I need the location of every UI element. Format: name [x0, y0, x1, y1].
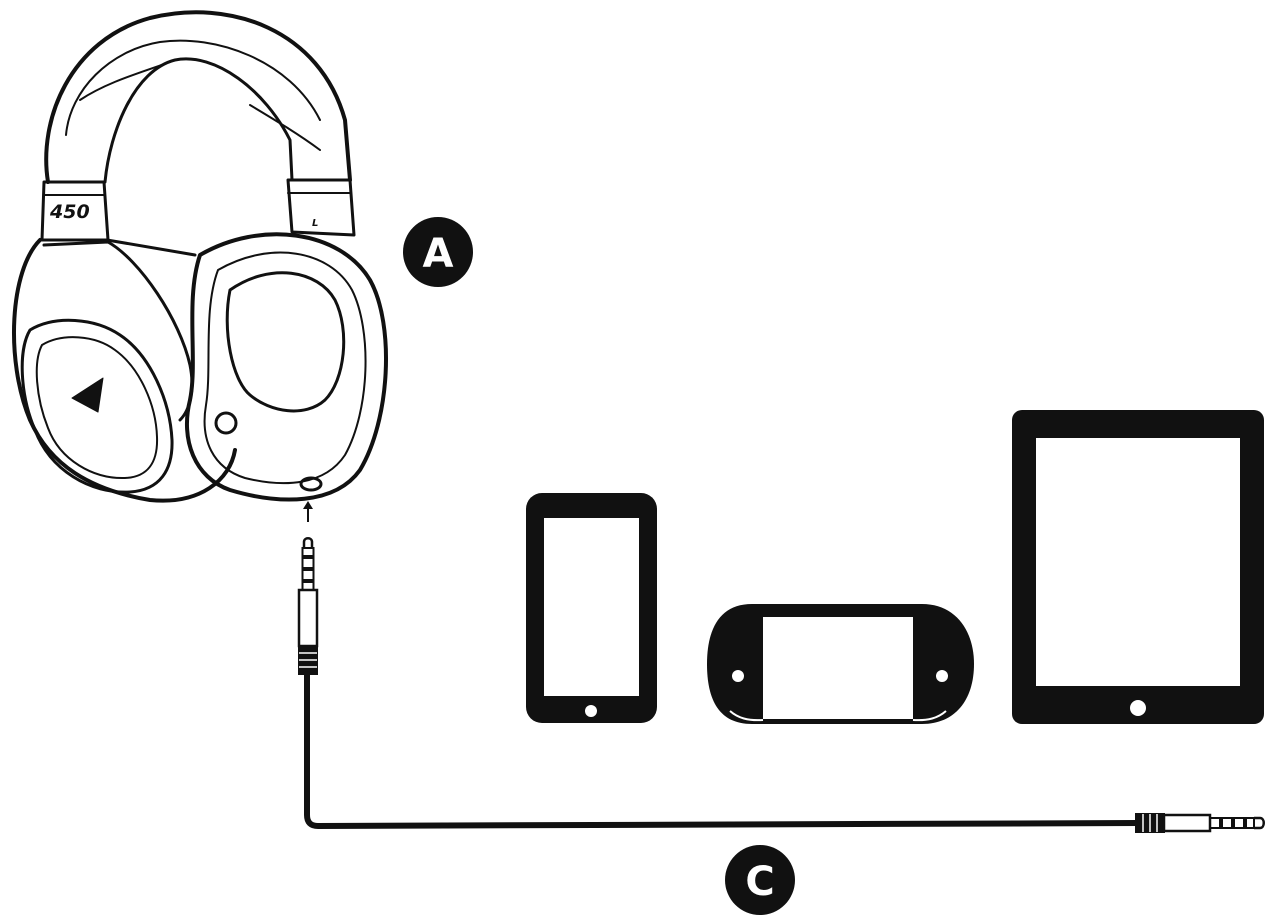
callout-c: C	[725, 845, 795, 915]
callout-a: A	[403, 217, 473, 287]
headset-side-label: L	[312, 218, 318, 229]
handheld-console-icon	[707, 604, 974, 724]
callout-a-label: A	[423, 231, 454, 277]
horizontal-audio-plug-icon	[1136, 814, 1264, 832]
tablet-icon	[1012, 410, 1264, 724]
arrow-up-icon	[303, 501, 313, 522]
headset-model-label: 450	[49, 201, 90, 223]
headset-icon	[14, 12, 386, 500]
callout-c-label: C	[745, 859, 774, 905]
smartphone-icon	[526, 493, 657, 723]
vertical-audio-plug-icon	[299, 538, 317, 674]
